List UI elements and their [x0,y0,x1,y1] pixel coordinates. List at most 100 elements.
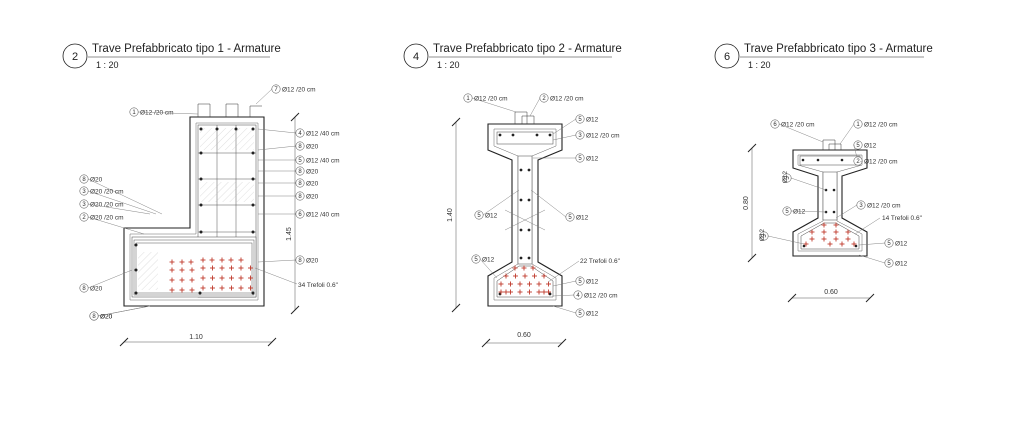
callout-number: 5 [298,158,302,164]
callout-text: Ø12 [576,214,589,221]
callout-number: 2 [856,159,860,165]
detail-2: 4 Trave Prefabbricato tipo 2 - Armature … [403,43,622,348]
strand-mark [498,289,504,295]
callout-number: 8 [298,194,302,200]
callout-text: Ø20 [306,180,319,187]
callout-text: Ø20 [306,257,319,264]
callout-text: Ø20 [100,313,113,320]
strand-mark [512,265,518,271]
callout-text: Ø12 [482,256,495,263]
callout-text: Ø12 [586,155,599,162]
strand-mark [821,222,827,228]
callout-number: 1 [132,110,136,116]
strand-mark [179,287,185,293]
callout-text: Ø12 [895,240,908,247]
detail-title: Trave Prefabbricato tipo 2 - Armature [433,43,622,55]
strand-mark [179,277,185,283]
callout-text: Ø12 /40 cm [306,130,340,137]
strand-mark [248,265,253,271]
strand-mark [536,289,542,295]
dimension-width: 0.60 [481,332,567,348]
callout-text: Ø12 [793,208,806,215]
strand-label: 22 Trefoli 0.6" [580,258,621,265]
dimension-width: 1.10 [119,334,277,347]
strand-mark [238,265,244,271]
rebar-cage [131,124,257,298]
detail-number: 2 [72,51,78,63]
strand-mark [527,281,532,287]
strand-mark [513,273,518,279]
strand-mark [508,289,513,295]
strand-mark [189,267,195,273]
strand-mark [503,289,509,295]
strand-mark [169,259,175,265]
strand-mark [546,281,551,287]
strand-mark [821,229,827,235]
callout-number: 5 [578,279,582,285]
strand-mark [228,257,234,263]
height-label: 1.45 [286,227,293,241]
callout-6: 8 Ø20 [258,166,319,176]
callout-number: 5 [578,156,582,162]
callout-number: 3 [82,189,86,195]
callout-number: 8 [298,169,302,175]
callout-8: 5 Ø12 [471,254,498,279]
callout-text: Ø20 /20 cm [90,188,124,195]
callout-number: 4 [576,293,580,299]
dimension-height: 1.40 [447,117,461,313]
strand-mark [169,267,175,273]
callout-text: Ø12 /20 cm [586,132,620,139]
strand-mark [209,257,215,263]
callout-text: Ø12 /20 cm [584,292,618,299]
callout-text: Ø12 [586,116,599,123]
callout-text: Ø12 [485,212,498,219]
callout-number: 8 [82,286,86,292]
prestress-strands [803,222,857,247]
callout-text: Ø12 [759,229,766,242]
width-label: 1.10 [189,334,203,341]
section-i-beam-short [792,139,868,257]
callout-number: 3 [82,202,86,208]
height-label: 1.40 [447,208,454,222]
callout-text: Ø12 /20 cm [867,202,901,209]
callout-text: Ø12 /20 cm [781,121,815,128]
strand-mark [188,259,194,265]
strand-mark [827,241,833,247]
strand-mark [200,265,206,271]
callout-number: 6 [773,122,777,128]
callout-text: Ø12 /40 cm [306,211,340,218]
callout-number: 8 [298,181,302,187]
section-l-beam [123,103,265,307]
callout-number: 4 [298,131,302,137]
callout-number: 5 [578,117,582,123]
callout-number: 5 [785,209,789,215]
strand-mark [833,229,839,235]
detail-number: 6 [724,51,730,63]
strand-mark [532,273,537,279]
strand-mark [169,287,175,293]
strand-mark [521,265,527,271]
detail-2-title-block: 4 Trave Prefabbricato tipo 2 - Armature … [403,43,622,70]
strand-mark [517,281,523,287]
callout-number: 5 [474,257,478,263]
strand-mark [248,285,253,291]
callout-text: Ø20 [306,168,319,175]
strand-mark [803,241,809,247]
strand-mark [200,257,206,263]
callout-text: Ø20 [90,176,103,183]
callout-text: Ø20 /20 cm [90,214,124,221]
